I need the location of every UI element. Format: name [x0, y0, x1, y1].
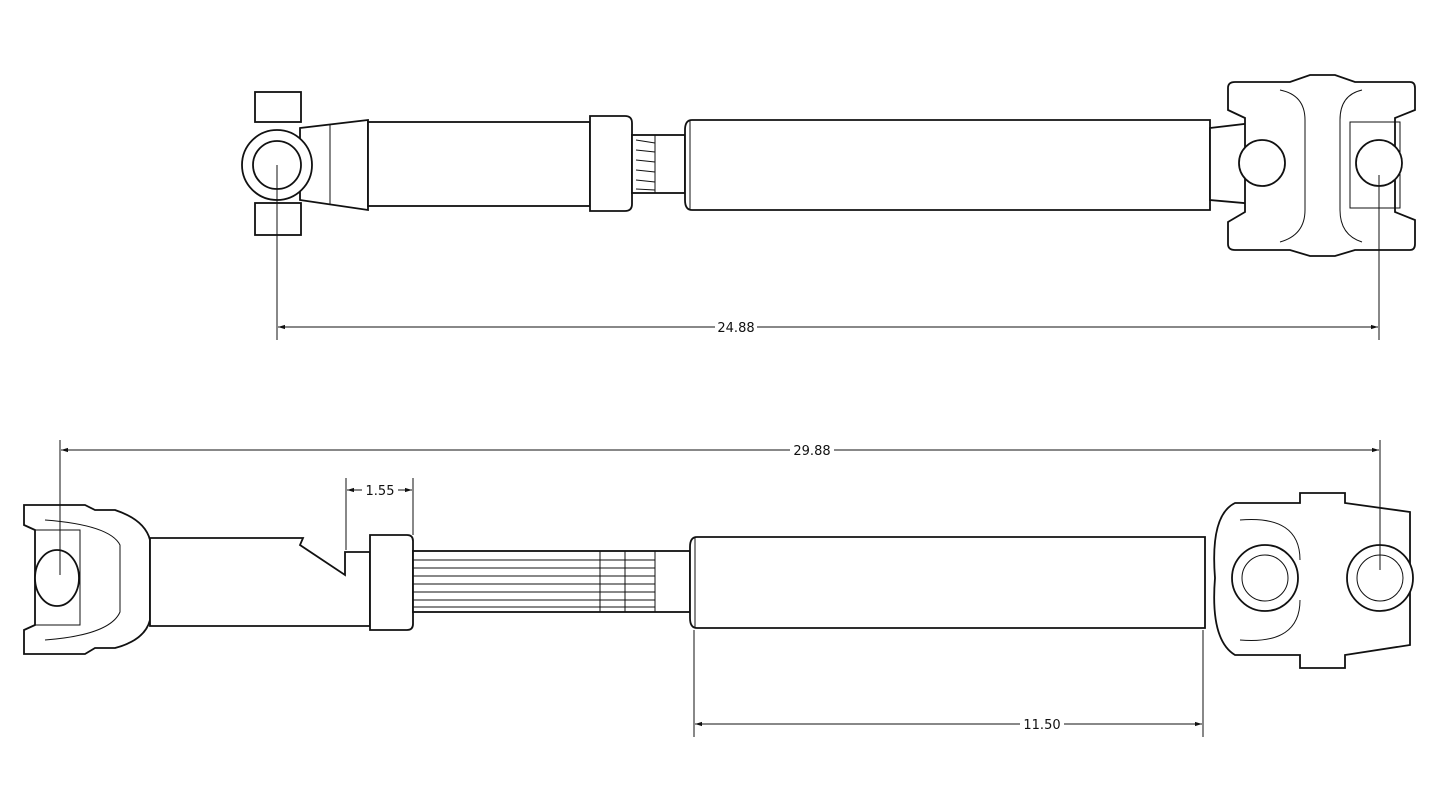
dimension-label-24-88: 24.88	[717, 321, 754, 336]
bottom-view-shaft	[23, 492, 1414, 669]
top-splines	[631, 134, 686, 194]
dimension-tube-length: 11.50	[693, 630, 1204, 737]
top-tube-left	[367, 121, 591, 207]
bottom-right-double-cardan	[1213, 492, 1414, 669]
top-slip-collar	[589, 115, 633, 212]
dimension-label-1-55: 1.55	[366, 484, 395, 499]
top-view-shaft	[241, 74, 1416, 257]
dimension-top-overall: 24.88	[276, 165, 1380, 340]
bottom-tube-main	[689, 536, 1206, 629]
top-right-double-cardan	[1209, 74, 1416, 257]
dimension-bottom-overall: 29.88	[59, 440, 1381, 575]
dimension-label-11-50: 11.50	[1023, 718, 1060, 733]
bottom-tube-left	[149, 537, 371, 627]
top-left-u-joint	[241, 91, 369, 236]
bottom-slip-collar	[369, 534, 414, 631]
top-tube-main	[684, 119, 1211, 211]
dimension-label-29-88: 29.88	[793, 444, 830, 459]
bottom-splines	[412, 550, 691, 613]
dimension-slip-travel: 1.55	[345, 478, 414, 550]
bottom-left-yoke	[23, 504, 151, 655]
